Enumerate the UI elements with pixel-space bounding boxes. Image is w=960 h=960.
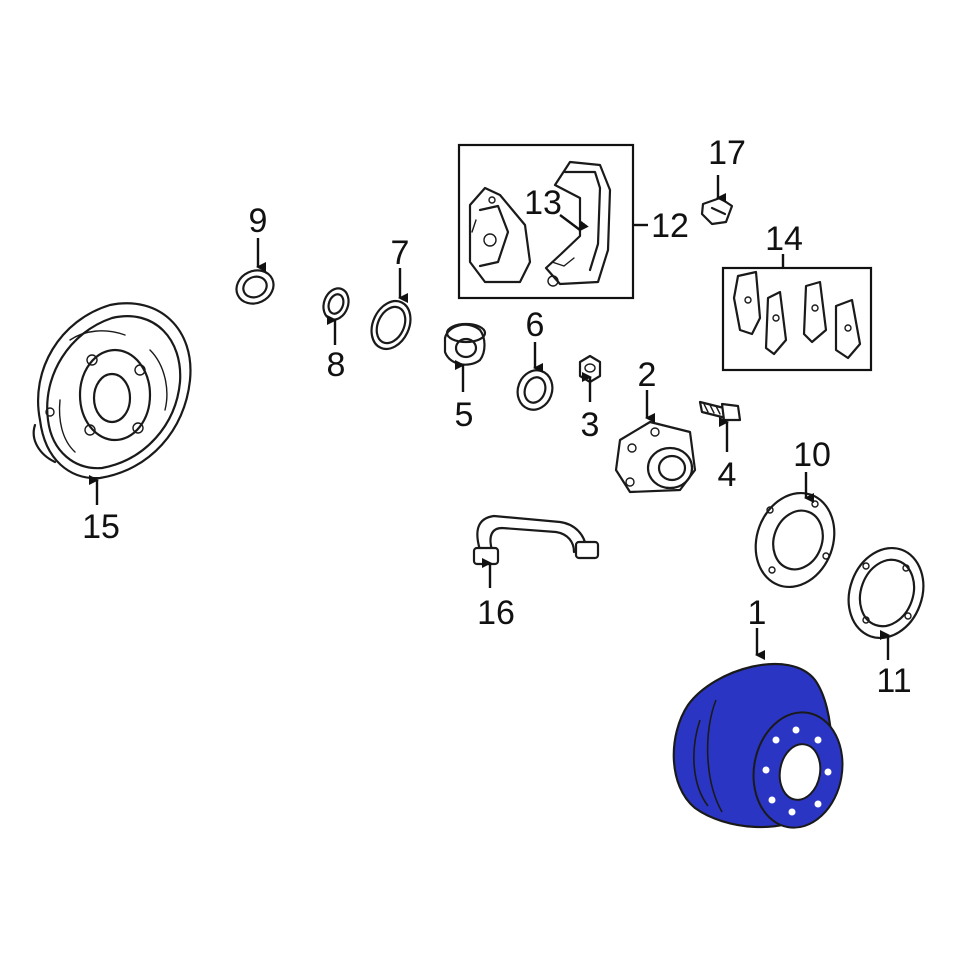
- o-ring-part-7[interactable]: [364, 295, 418, 356]
- callout-7: 7: [391, 234, 410, 272]
- backing-plate-part-15[interactable]: [32, 302, 192, 480]
- callout-10: 10: [793, 436, 831, 474]
- caliper-assembly-box-12[interactable]: [457, 143, 635, 300]
- callout-3: 3: [581, 406, 600, 444]
- bolt-part-4[interactable]: [698, 400, 742, 422]
- dust-shield-part-10[interactable]: [743, 482, 847, 598]
- callout-17: 17: [708, 134, 746, 172]
- bearing-part-5[interactable]: [443, 322, 487, 366]
- callout-14: 14: [765, 220, 803, 258]
- callout-1: 1: [748, 594, 767, 632]
- callout-11: 11: [876, 662, 911, 700]
- callout-13: 13: [524, 184, 562, 222]
- callout-4: 4: [718, 456, 737, 494]
- seal-part-6[interactable]: [512, 365, 558, 414]
- ring-part-8[interactable]: [319, 285, 352, 323]
- callout-8: 8: [327, 346, 346, 384]
- brake-pads-box-14[interactable]: [721, 266, 873, 372]
- callout-15: 15: [82, 508, 120, 546]
- brake-rotor-part-1[interactable]: [672, 663, 852, 835]
- leader-lines: [89, 175, 890, 660]
- callout-6: 6: [526, 306, 545, 344]
- hub-part-2[interactable]: [614, 420, 697, 494]
- fitting-part-17[interactable]: [700, 196, 734, 226]
- gasket-part-11[interactable]: [836, 537, 935, 648]
- seal-part-9[interactable]: [231, 264, 279, 309]
- brake-hose-part-16[interactable]: [472, 514, 600, 566]
- callout-5: 5: [455, 396, 474, 434]
- callout-9: 9: [249, 202, 268, 240]
- callout-16: 16: [477, 594, 515, 632]
- callout-12: 12: [651, 207, 689, 245]
- callout-2: 2: [638, 356, 657, 394]
- callout-labels: 1 2 3 4 5 6 7 8 9 10 11 12 13 14 15 16 1…: [82, 134, 912, 700]
